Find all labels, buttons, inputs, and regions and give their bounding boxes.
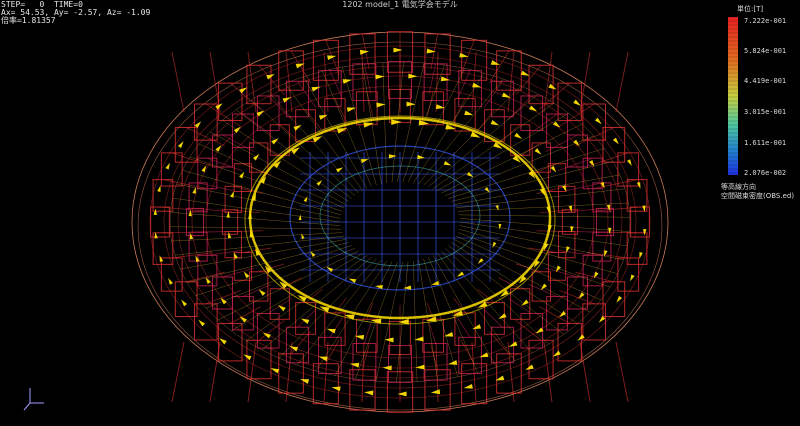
axis-triad-icon	[23, 388, 44, 411]
legend-caption-line1: 等高線方向	[721, 183, 756, 191]
scale-factor-readout: 倍率=1.81357	[1, 16, 56, 25]
legend-tick: 7.222e-001	[744, 17, 787, 25]
legend-tick: 4.419e-001	[744, 77, 787, 85]
legend-color-bar	[728, 17, 738, 175]
legend-caption-line2: 空間磁束密度(OBS.ed)	[721, 192, 795, 200]
legend-tick: 2.076e-002	[744, 169, 787, 177]
legend-tick: 1.611e-001	[744, 139, 787, 147]
color-legend: 単位:[T] 7.222e-001 5.824e-001 4.419e-001 …	[708, 0, 800, 210]
magnetic-field-model	[131, 31, 669, 413]
rotation-angles-readout: Ax= 54.53, Ay= -2.57, Az= -1.09	[1, 8, 151, 17]
window-title: 1202 model_1 電気学会モデル	[342, 0, 458, 9]
legend-tick: 5.824e-001	[744, 47, 787, 55]
legend-tick: 3.015e-001	[744, 108, 787, 116]
legend-unit-label: 単位:[T]	[737, 5, 764, 13]
step-time-readout: STEP= 0 TIME=0	[1, 0, 83, 9]
